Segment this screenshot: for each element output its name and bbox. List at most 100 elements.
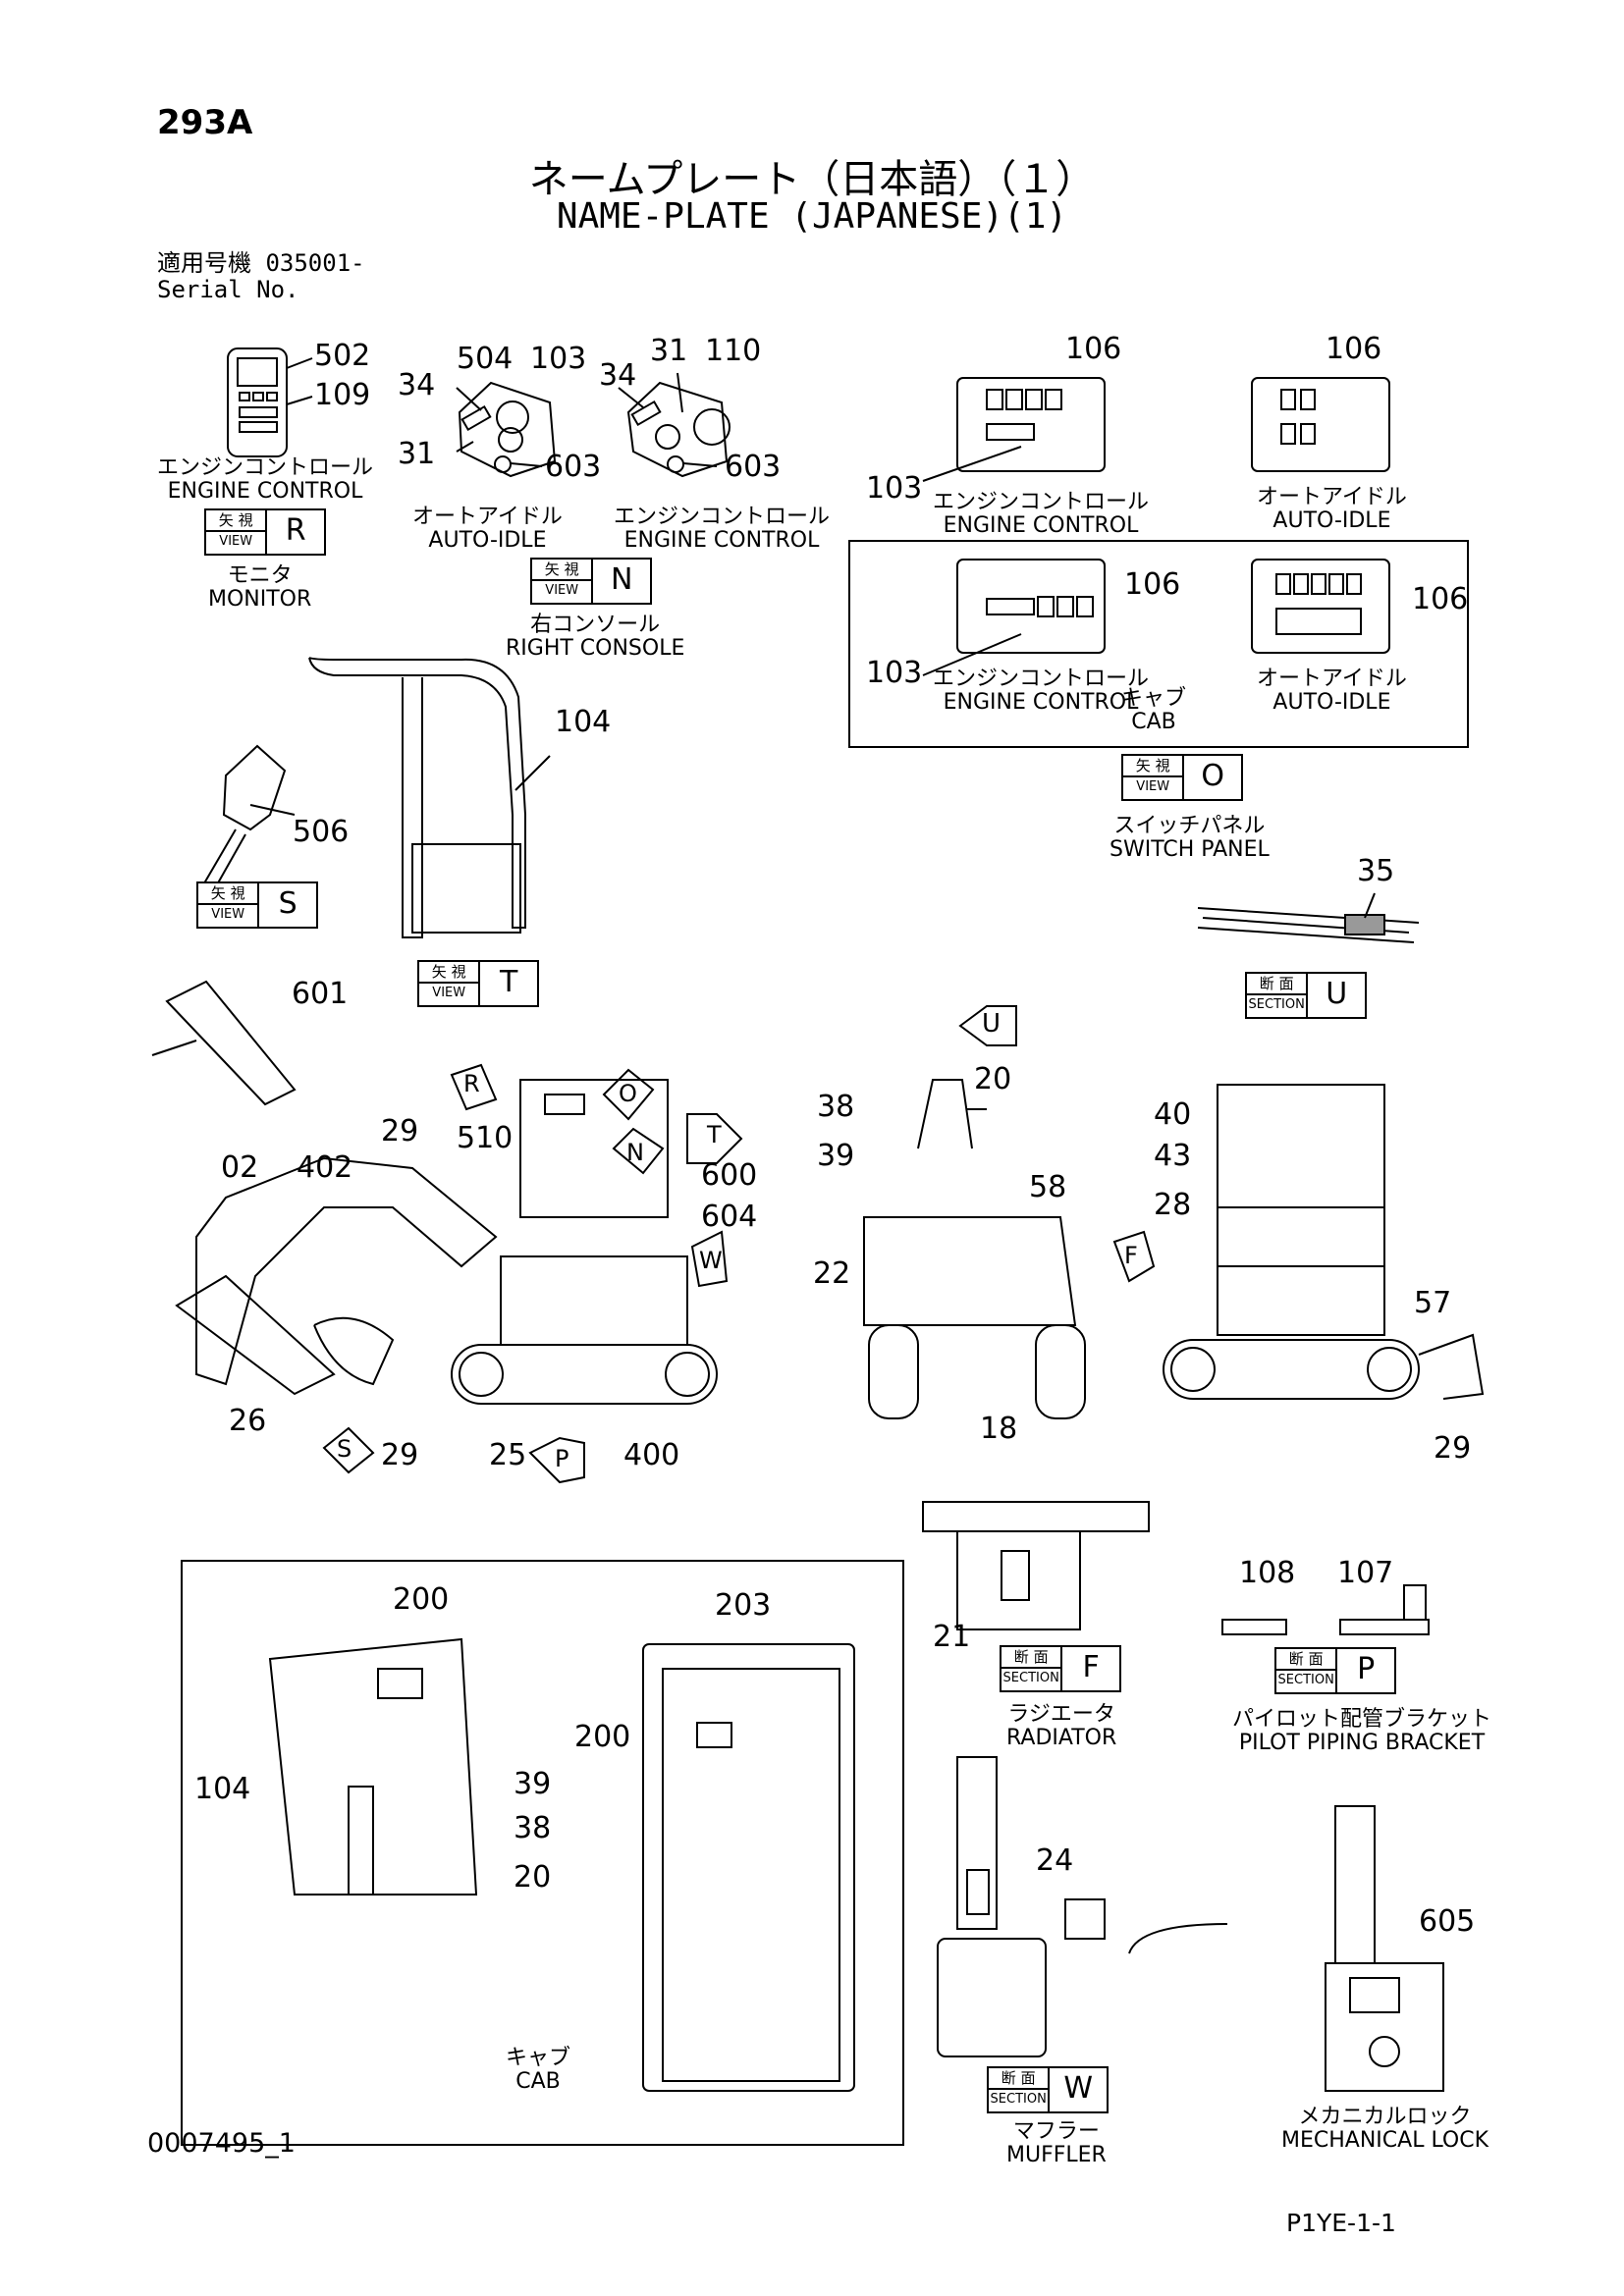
section-word: SECTION — [1001, 1669, 1063, 1690]
callout-21: 21 — [933, 1620, 971, 1654]
view-letter: O — [1201, 759, 1224, 793]
section-box-w: 断 面 SECTION W — [987, 2066, 1109, 2113]
cab-front-interior-drawing — [642, 1643, 855, 2092]
callout-504: 504 — [457, 342, 514, 376]
callout-31: 31 — [398, 437, 436, 471]
callout-24: 24 — [1036, 1843, 1074, 1878]
caption-engine-control-cab-panel: エンジンコントロール ENGINE CONTROL — [933, 667, 1149, 715]
view-letter: R — [285, 513, 306, 548]
section-letter: U — [1326, 977, 1348, 1011]
caption-en: RIGHT CONSOLE — [506, 636, 685, 661]
arrow-tag-n: N — [626, 1139, 644, 1166]
callout-106-d: 106 — [1412, 582, 1469, 616]
callout-20-a: 20 — [974, 1062, 1012, 1096]
callout-106-a: 106 — [1065, 332, 1122, 366]
caption-auto-idle-panel: オートアイドル AUTO-IDLE — [1257, 486, 1407, 533]
right-console-auto-idle-drawing — [456, 381, 557, 478]
arrow-tag-s: S — [337, 1435, 352, 1463]
section-kanji: 断 面 — [989, 2068, 1051, 2090]
callout-601: 601 — [292, 977, 349, 1011]
callout-34: 34 — [398, 368, 436, 402]
serial-label-en: Serial No. — [157, 276, 299, 303]
view-box-o: 矢 視 VIEW O — [1121, 754, 1243, 801]
view-box-s: 矢 視 VIEW S — [196, 881, 318, 929]
caption-en: PILOT PIPING BRACKET — [1238, 1731, 1486, 1755]
callout-29-b: 29 — [381, 1438, 419, 1472]
caption-en: ENGINE CONTROL — [167, 479, 363, 504]
drawing-code: 0007495_1 — [147, 2128, 296, 2159]
arrow-tag-t: T — [707, 1121, 722, 1148]
view-letter: T — [500, 965, 518, 999]
caption-jp: エンジンコントロール — [614, 505, 831, 529]
callout-110: 110 — [705, 334, 762, 368]
caption-cab-panel: キャブ CAB — [1121, 687, 1186, 734]
caption-jp: オートアイドル — [1257, 667, 1407, 691]
callout-502: 502 — [314, 339, 371, 373]
callout-22: 22 — [813, 1256, 851, 1291]
section-letter: W — [1063, 2071, 1094, 2106]
caption-engine-control-panel: エンジンコントロール ENGINE CONTROL — [933, 491, 1149, 538]
callout-39-b: 39 — [514, 1767, 552, 1801]
caption-jp: エンジンコントロール — [933, 490, 1150, 514]
callout-107: 107 — [1337, 1556, 1394, 1590]
view-word: VIEW — [532, 581, 594, 603]
view-box-t: 矢 視 VIEW T — [417, 960, 539, 1007]
callout-200-a: 200 — [393, 1582, 450, 1617]
section-letter: P — [1357, 1652, 1376, 1686]
lever-drawing — [200, 744, 296, 896]
caption-jp: キャブ — [506, 2046, 571, 2070]
switch-panel-auto-idle-drawing — [1251, 377, 1390, 472]
page-title-japanese: ネームプレート（日本語）（１） — [528, 157, 1096, 202]
pilot-bracket-drawing — [1221, 1584, 1430, 1635]
caption-pilot-bracket: パイロット配管ブラケット PILOT PIPING BRACKET — [1232, 1708, 1491, 1755]
callout-57: 57 — [1414, 1286, 1452, 1320]
muffler-section-drawing — [937, 1756, 1228, 2057]
caption-en: ENGINE CONTROL — [943, 513, 1139, 538]
caption-jp: パイロット配管ブラケット — [1232, 1707, 1492, 1732]
callout-200-b: 200 — [574, 1720, 631, 1754]
caption-jp: メカニカルロック — [1298, 2105, 1472, 2129]
cab-detail-frame — [181, 1560, 904, 2146]
caption-en: AUTO-IDLE — [428, 528, 547, 553]
caption-jp: 右コンソール — [530, 613, 661, 637]
radiator-section-drawing — [922, 1501, 1150, 1630]
view-word: VIEW — [206, 532, 268, 554]
callout-600: 600 — [701, 1158, 758, 1193]
caption-en: AUTO-IDLE — [1272, 690, 1391, 715]
caption-muffler: マフラー MUFFLER — [1006, 2120, 1107, 2167]
view-letter: S — [278, 886, 298, 921]
callout-510: 510 — [457, 1121, 514, 1155]
callout-103: 103 — [530, 342, 587, 376]
caption-monitor: モニタ MONITOR — [208, 564, 311, 612]
view-kanji: 矢 視 — [198, 883, 260, 905]
arrow-tag-w: W — [699, 1247, 723, 1274]
callout-38-a: 38 — [817, 1090, 855, 1124]
callout-39-a: 39 — [817, 1139, 855, 1173]
arrow-tag-f: F — [1124, 1242, 1138, 1269]
view-box-n: 矢 視 VIEW N — [530, 558, 652, 605]
section-word: SECTION — [989, 2090, 1051, 2111]
caption-en: MECHANICAL LOCK — [1281, 2128, 1489, 2153]
callout-103-b: 103 — [866, 656, 923, 690]
callout-29-c: 29 — [1434, 1431, 1472, 1466]
excavator-side-view-drawing — [151, 980, 718, 1405]
switch-panel-engine-control-drawing — [922, 377, 1106, 482]
view-kanji: 矢 視 — [1123, 756, 1185, 777]
section-kanji: 断 面 — [1276, 1649, 1338, 1671]
view-word: VIEW — [419, 984, 481, 1005]
page-id: 293A — [157, 103, 253, 142]
callout-43: 43 — [1154, 1139, 1192, 1173]
section-letter: F — [1082, 1650, 1100, 1684]
caption-jp: モニタ — [227, 563, 293, 588]
caption-en: CAB — [515, 2069, 561, 2094]
callout-40: 40 — [1154, 1097, 1192, 1132]
section-word: SECTION — [1247, 995, 1309, 1017]
caption-en: MONITOR — [208, 587, 312, 612]
view-kanji: 矢 視 — [206, 510, 268, 532]
callout-605: 605 — [1419, 1904, 1476, 1939]
sheet-reference: P1YE-1-1 — [1286, 2209, 1396, 2237]
caption-en: AUTO-IDLE — [1272, 508, 1391, 533]
callout-203: 203 — [715, 1588, 772, 1623]
caption-jp: キャブ — [1121, 686, 1187, 711]
